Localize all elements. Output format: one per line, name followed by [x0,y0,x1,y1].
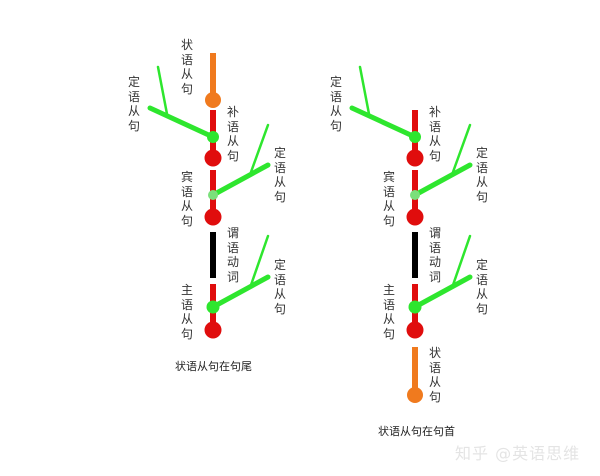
right-label-complement: 补语从句 [428,105,441,163]
left-label-attributive-mid: 定语从句 [273,146,286,204]
right-label-attributive-low: 定语从句 [475,258,488,316]
right-subject-node [406,321,424,339]
left-label-complement: 补语从句 [226,105,239,163]
left-adverbial-node [205,92,221,108]
left-tree [147,53,271,339]
right-attributive-mid-node [410,190,420,200]
right-attributive-top-node [409,131,421,143]
left-attributive-low-node [206,300,220,314]
left-complement-node [204,149,222,167]
left-label-adverbial: 状语从句 [180,38,193,96]
right-label-adverbial: 状语从句 [428,346,441,404]
left-object-node [204,208,222,226]
watermark: 知乎 @英语思维 [455,444,581,463]
left-attributive-top-node [207,131,219,143]
right-label-predicate: 谓语动词 [428,226,441,284]
left-attributive-mid-twig [249,123,270,174]
right-caption: 状语从句在句首 [378,425,455,438]
left-subject-node [204,321,222,339]
right-attributive-low-node [408,300,422,314]
left-label-attributive-low: 定语从句 [273,258,286,316]
left-label-object: 宾语从句 [180,170,193,228]
right-attributive-mid-branch [412,162,473,198]
left-label-predicate: 谓语动词 [226,226,239,284]
right-attributive-top-twig [358,65,371,116]
left-caption: 状语从句在句尾 [175,360,252,373]
right-object-node [406,208,424,226]
left-attributive-low-twig [249,234,270,287]
right-label-attributive-mid: 定语从句 [475,146,488,204]
right-label-subject: 主语从句 [382,283,395,341]
left-attributive-mid-node [208,190,218,200]
right-attributive-mid-twig [451,123,472,174]
right-attributive-low-twig [451,234,472,287]
right-tree [349,65,473,403]
right-attributive-top-branch [349,105,418,140]
right-label-object: 宾语从句 [382,170,395,228]
left-attributive-top-branch [147,105,216,140]
right-label-attributive-top: 定语从句 [329,75,342,133]
left-attributive-top-twig [156,65,169,116]
right-complement-node [406,149,424,167]
right-adverbial-node [407,387,423,403]
left-attributive-mid-branch [210,162,271,198]
right-attributive-low-branch [412,274,473,310]
left-label-subject: 主语从句 [180,283,193,341]
left-label-attributive-top: 定语从句 [127,75,140,133]
left-attributive-low-branch [210,274,271,310]
